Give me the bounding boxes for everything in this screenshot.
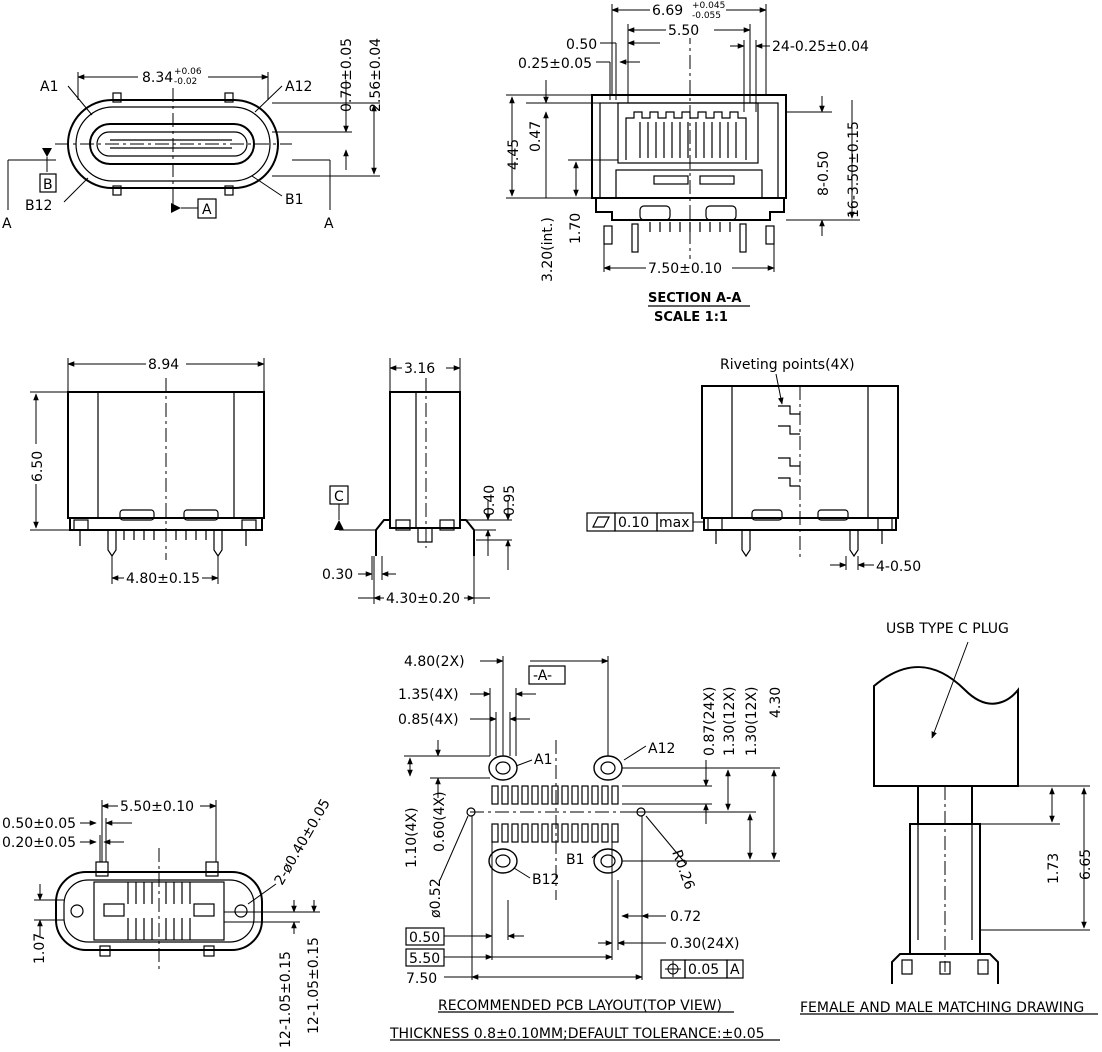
- pcb-position-tol: 0.05: [688, 962, 719, 978]
- pcb-pin-b1: B1: [566, 852, 585, 868]
- bottom-d-holes: 2-ø0.40±0.05: [272, 796, 334, 888]
- section-top-tol-plus: +0.045: [692, 1, 725, 11]
- section-d-pins: 24-0.25±0.04: [772, 39, 869, 55]
- section-view: [506, 0, 860, 307]
- pcb-position-datum: A: [730, 962, 740, 978]
- pcb-subtitle: THICKNESS 0.8±0.10MM;DEFAULT TOLERANCE:±…: [389, 1026, 765, 1042]
- front-width-tol-minus: -0.02: [174, 77, 197, 87]
- side3-d-4050: 4-0.50: [876, 559, 921, 575]
- pcb-d-072: 0.72: [670, 909, 701, 925]
- bottom-d-550: 5.50±0.10: [120, 799, 194, 815]
- side-view-1: [28, 355, 265, 587]
- pcb-d-052: ø0.52: [428, 878, 444, 918]
- section-d-16350: 16-3.50±0.15: [846, 121, 862, 218]
- pcb-d-030: 0.30(24X): [670, 936, 740, 952]
- section-d-025: 0.25±0.05: [518, 56, 592, 72]
- matching-title: FEMALE AND MALE MATCHING DRAWING: [800, 1000, 1084, 1016]
- side2-datum-c: C: [334, 489, 344, 505]
- pcb-box-050: 0.50: [409, 930, 440, 946]
- pcb-layout: [390, 656, 780, 1041]
- side2-d-030: 0.30: [322, 567, 353, 583]
- pcb-box-550: 5.50: [409, 951, 440, 967]
- pcb-datum-a: -A-: [533, 668, 552, 684]
- section-d-320: 3.20(int.): [540, 217, 556, 282]
- matching-label: USB TYPE C PLUG: [886, 621, 1009, 637]
- side-view-2: [329, 358, 512, 604]
- section-top-width: 6.69: [652, 3, 683, 19]
- side2-d-040: 0.40: [482, 485, 498, 516]
- side2-d-095: 0.95: [502, 485, 518, 516]
- bottom-d-12b: 12-1.05±0.15: [306, 937, 322, 1034]
- bottom-d-107: 1.07: [32, 933, 48, 964]
- pcb-d-060: 0.60(4X): [432, 791, 448, 852]
- pcb-title: RECOMMENDED PCB LAYOUT(TOP VIEW): [438, 998, 722, 1014]
- pcb-pin-a1: A1: [534, 752, 552, 768]
- section-top-tol-minus: -0.055: [692, 11, 721, 21]
- front-datum-b: B: [43, 177, 53, 193]
- pcb-pad-row-bottom: [491, 823, 619, 843]
- side1-height: 6.50: [30, 451, 46, 482]
- pcb-d-110: 1.10(4X): [404, 807, 420, 868]
- bottom-d-12a: 12-1.05±0.15: [278, 951, 294, 1048]
- side2-d-430: 4.30±0.20: [386, 591, 460, 607]
- front-view: [7, 66, 380, 219]
- section-d-8050: 8-0.50: [816, 151, 832, 196]
- section-d-047: 0.47: [528, 121, 544, 152]
- pcb-d-085: 0.85(4X): [398, 712, 459, 728]
- section-d-750: 7.50±0.10: [648, 261, 722, 277]
- matching-drawing: [800, 641, 1098, 1015]
- pcb-d-130b: 1.30(12X): [744, 686, 760, 756]
- front-width: 8.34: [142, 70, 173, 86]
- front-section-right: A: [324, 216, 334, 232]
- side3-flatness-unit: max: [659, 515, 690, 531]
- pcb-d-430: 4.30: [768, 687, 784, 718]
- matching-d-665: 6.65: [1078, 849, 1094, 880]
- pcb-large-pads: [488, 755, 623, 874]
- section-d-170: 1.70: [568, 213, 584, 244]
- bottom-d-050: 0.50±0.05: [2, 816, 76, 832]
- pcb-pad-row-top: [491, 785, 619, 805]
- section-d-550: 5.50: [668, 23, 699, 39]
- side3-riveting-label: Riveting points(4X): [720, 357, 855, 373]
- pcb-d-750: 7.50: [406, 971, 437, 987]
- pcb-pin-a12: A12: [648, 741, 675, 757]
- front-width-tol-plus: +0.06: [174, 67, 202, 77]
- front-section-left: A: [2, 216, 12, 232]
- matching-d-173: 1.73: [1046, 853, 1062, 884]
- front-datum-a: A: [202, 202, 212, 218]
- front-pin-b1: B1: [285, 192, 304, 208]
- front-pin-a12: A12: [285, 79, 312, 95]
- bottom-d-020: 0.20±0.05: [2, 835, 76, 851]
- section-d-050: 0.50: [566, 37, 597, 53]
- side2-width: 3.16: [404, 361, 435, 377]
- side-view-3: [586, 373, 899, 570]
- side1-pitch: 4.80±0.15: [126, 571, 200, 587]
- pcb-d-480: 4.80(2X): [404, 654, 465, 670]
- section-scale: SCALE 1:1: [654, 310, 728, 325]
- front-pin-a1: A1: [40, 79, 58, 95]
- side1-width: 8.94: [148, 357, 179, 373]
- pcb-d-135: 1.35(4X): [398, 687, 459, 703]
- bottom-view: [34, 797, 320, 972]
- front-pin-b12: B12: [25, 198, 52, 214]
- front-depth-070: 0.70±0.05: [339, 38, 355, 112]
- section-d-445: 4.45: [506, 139, 522, 170]
- side3-flatness: 0.10: [618, 515, 649, 531]
- pcb-d-026: R0.26: [668, 848, 697, 892]
- pcb-pin-b12: B12: [532, 872, 559, 888]
- front-depth-256: 2.56±0.04: [368, 38, 384, 112]
- section-title: SECTION A-A: [648, 291, 741, 306]
- pcb-d-087: 0.87(24X): [702, 686, 718, 756]
- pcb-d-130a: 1.30(12X): [722, 686, 738, 756]
